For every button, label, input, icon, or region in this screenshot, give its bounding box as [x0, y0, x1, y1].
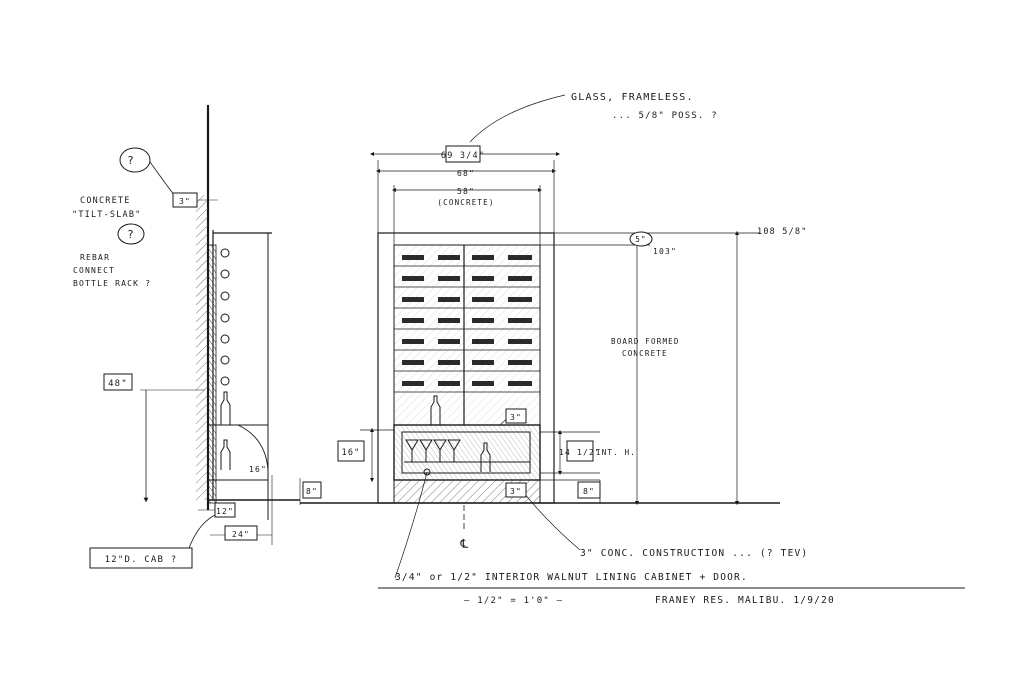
dim-3-top: 3" [179, 197, 191, 206]
dim-8-side: 8" [306, 487, 318, 496]
note-connect: CONNECT [73, 266, 115, 275]
note-concrete: CONCRETE [80, 196, 131, 206]
question-mark-top: ? [127, 154, 135, 167]
note-conc-construction: 3" CONC. CONSTRUCTION ... (? TEV) [580, 548, 808, 559]
dim-3-base: 3" [510, 487, 522, 496]
dim-108: 108 5/8" [757, 227, 808, 237]
title-block: FRANEY RES. MALIBU. 1/9/20 [655, 595, 835, 606]
dim-16-side: 16" [249, 465, 267, 474]
note-board-concrete: CONCRETE [622, 349, 668, 358]
note-glass-1: GLASS, FRAMELESS. [571, 92, 694, 103]
note-tilt-slab: "TILT-SLAB" [72, 210, 142, 220]
dim-68: 68" [457, 169, 475, 178]
wine-glasses [404, 439, 530, 472]
dim-48: 48" [108, 379, 128, 389]
dim-16-front: 16" [342, 448, 361, 458]
dim-3-shelf: 3" [510, 413, 522, 422]
dim-103: 103" [653, 247, 677, 256]
scale-note: — 1/2" = 1'0" — [464, 596, 563, 606]
note-walnut-lining: 3/4" or 1/2" INTERIOR WALNUT LINING CABI… [395, 572, 748, 583]
note-rebar: REBAR [80, 253, 110, 262]
dim-12: 12" [216, 507, 234, 516]
note-int-h: INT. H. [596, 448, 636, 457]
dim-8-front: 8" [583, 487, 595, 496]
side-section [140, 105, 301, 561]
centerline-mark: ℄ [460, 537, 470, 551]
dim-24: 24" [232, 530, 250, 539]
note-bottle-rack: BOTTLE RACK ? [73, 279, 151, 288]
dim-69: 69 3/4" [441, 151, 485, 161]
note-concrete-paren: (CONCRETE) [437, 198, 494, 207]
note-board-formed: BOARD FORMED [611, 337, 680, 346]
dimension-tags [89, 145, 653, 569]
bottle-rack-ends [220, 248, 230, 386]
dim-58: 58" [457, 187, 475, 196]
note-glass-2: ... 5/8" POSS. ? [612, 111, 718, 121]
note-cab: 12"D. CAB ? [105, 555, 178, 565]
front-elevation [300, 160, 780, 530]
dim-14: 14 1/2" [559, 448, 601, 457]
dim-5: 5" [635, 235, 646, 244]
question-mark-rebar: ? [127, 228, 135, 241]
dimension-lines [360, 94, 760, 579]
